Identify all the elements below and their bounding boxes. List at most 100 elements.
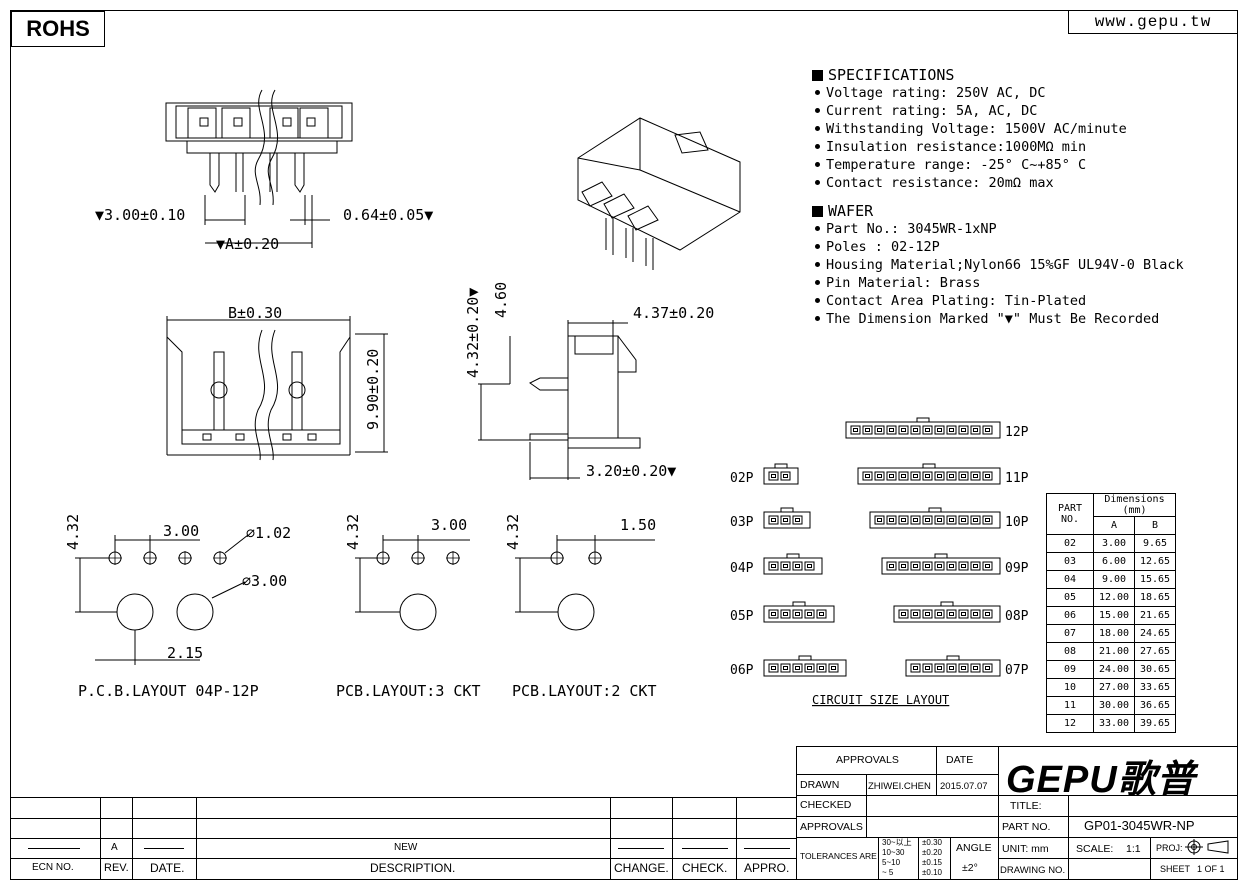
table-cell-b: 24.65 — [1134, 624, 1176, 643]
sheet-label: SHEET — [1160, 864, 1191, 874]
circuit-label: 03P — [730, 515, 754, 530]
table-cell-part: 12 — [1046, 714, 1094, 733]
table-header-dimensions: Dimensions (mm) — [1093, 493, 1176, 517]
tolerances-label: TOLERANCES ARE — [800, 851, 877, 861]
ecn-no-label: ECN NO. — [32, 862, 74, 873]
wafer-item: Housing Material;Nylon66 15%GF UL94V-0 B… — [826, 257, 1184, 273]
projection-symbol-icon — [1185, 839, 1229, 855]
website-label[interactable]: www.gepu.tw — [1068, 10, 1238, 34]
table-cell-a: 30.00 — [1093, 696, 1135, 715]
section-square-icon — [812, 70, 823, 81]
spec-item: Insulation resistance:1000MΩ min — [826, 139, 1087, 155]
gepu-logo: GEPU歌普 — [1006, 759, 1196, 801]
change-label: CHANGE. — [614, 861, 669, 875]
bullet-icon — [815, 144, 820, 149]
dim-437: 4.37±0.20 — [633, 304, 714, 322]
title-label: TITLE: — [1010, 800, 1042, 812]
tolerance-value: ±0.20 — [922, 848, 942, 857]
scale-value: 1:1 — [1126, 843, 1141, 855]
bullet-icon — [815, 316, 820, 321]
table-cell-b: 30.65 — [1134, 660, 1176, 679]
wafer-item: Pin Material: Brass — [826, 275, 981, 291]
pcb-432-main: 4.32 — [64, 514, 82, 550]
unit-label: UNIT: mm — [1002, 843, 1049, 855]
dim-432-vertical: 4.32±0.20▼ — [464, 288, 482, 378]
pcb-432-3ckt: 4.32 — [344, 514, 362, 550]
table-cell-a: 6.00 — [1093, 552, 1135, 571]
pcb-layout-main — [75, 534, 249, 665]
pcb-432-2ckt: 4.32 — [504, 514, 522, 550]
table-cell-b: 12.65 — [1134, 552, 1176, 571]
table-cell-part: 03 — [1046, 552, 1094, 571]
table-cell-a: 12.00 — [1093, 588, 1135, 607]
tolerance-value: ±0.10 — [922, 868, 942, 877]
table-cell-b: 39.65 — [1134, 714, 1176, 733]
dim-b: B±0.30 — [228, 304, 282, 322]
spec-item: Withstanding Voltage: 1500V AC/minute — [826, 121, 1127, 137]
table-cell-part: 06 — [1046, 606, 1094, 625]
date-header: DATE — [946, 754, 974, 766]
check-label: CHECK. — [682, 861, 728, 875]
pcb-layout-2ckt — [515, 535, 655, 631]
dim-height: 9.90±0.20 — [364, 349, 382, 430]
bullet-icon — [815, 262, 820, 267]
bullet-icon — [815, 126, 820, 131]
bullet-icon — [815, 90, 820, 95]
circuit-connector — [763, 553, 823, 575]
proj-label: PROJ: — [1156, 843, 1183, 853]
table-cell-part: 04 — [1046, 570, 1094, 589]
table-cell-a: 3.00 — [1093, 534, 1135, 553]
circuit-label: 10P — [1005, 515, 1029, 530]
table-cell-part: 05 — [1046, 588, 1094, 607]
bullet-icon — [815, 298, 820, 303]
circuit-size-layout — [763, 417, 1001, 677]
table-cell-part: 07 — [1046, 624, 1094, 643]
circuit-connector — [905, 655, 1001, 677]
dim-320: 3.20±0.20▼ — [586, 462, 676, 480]
dim-a: ▼A±0.20 — [216, 235, 279, 253]
side-view — [478, 320, 641, 480]
approvals-header: APPROVALS — [836, 754, 899, 766]
angle-value: ±2° — [962, 862, 978, 874]
pcb-pitch-2ckt: 1.50 — [620, 516, 656, 534]
table-cell-part: 10 — [1046, 678, 1094, 697]
scale-label: SCALE: — [1076, 843, 1114, 855]
table-header-part-no: PART NO. — [1046, 493, 1094, 535]
bullet-icon — [815, 244, 820, 249]
table-cell-part: 11 — [1046, 696, 1094, 715]
pcb-layout-3ckt — [355, 535, 470, 631]
table-cell-a: 33.00 — [1093, 714, 1135, 733]
circuit-connector — [857, 463, 1001, 485]
spec-item: Voltage rating: 250V AC, DC — [826, 85, 1046, 101]
part-no-value[interactable]: GP01-3045WR-NP — [1084, 818, 1195, 833]
circuit-size-layout-label: CIRCUIT SIZE LAYOUT — [812, 693, 949, 707]
table-cell-b: 9.65 — [1134, 534, 1176, 553]
pcb-offset: 2.15 — [167, 644, 203, 662]
drawing-frame — [10, 10, 1238, 880]
pcb-hole-small: ⌀1.02 — [246, 524, 291, 542]
bullet-icon — [815, 108, 820, 113]
wafer-item: Poles : 02-12P — [826, 239, 940, 255]
circuit-label: 02P — [730, 471, 754, 486]
wafer-section: WAFER Part No.: 3045WR-1xNP Poles : 02-1… — [812, 202, 1184, 328]
circuit-label: 06P — [730, 663, 754, 678]
tolerance-range: ~ 5 — [882, 868, 894, 877]
pcb-layout-2-label: PCB.LAYOUT:2 CKT — [512, 682, 657, 700]
pcb-layout-main-label: P.C.B.LAYOUT 04P-12P — [78, 682, 259, 700]
circuit-label: 11P — [1005, 471, 1029, 486]
specifications-title: SPECIFICATIONS — [828, 66, 955, 84]
checked-label: CHECKED — [800, 799, 852, 811]
tolerance-values: ±0.30 ±0.20 ±0.15 ±0.10 — [922, 838, 942, 878]
table-cell-b: 21.65 — [1134, 606, 1176, 625]
circuit-connector — [893, 601, 1001, 623]
iso-view — [577, 117, 741, 270]
tolerance-value: ±0.30 — [922, 838, 942, 847]
dim-460: 4.60 — [492, 282, 510, 318]
table-cell-a: 27.00 — [1093, 678, 1135, 697]
